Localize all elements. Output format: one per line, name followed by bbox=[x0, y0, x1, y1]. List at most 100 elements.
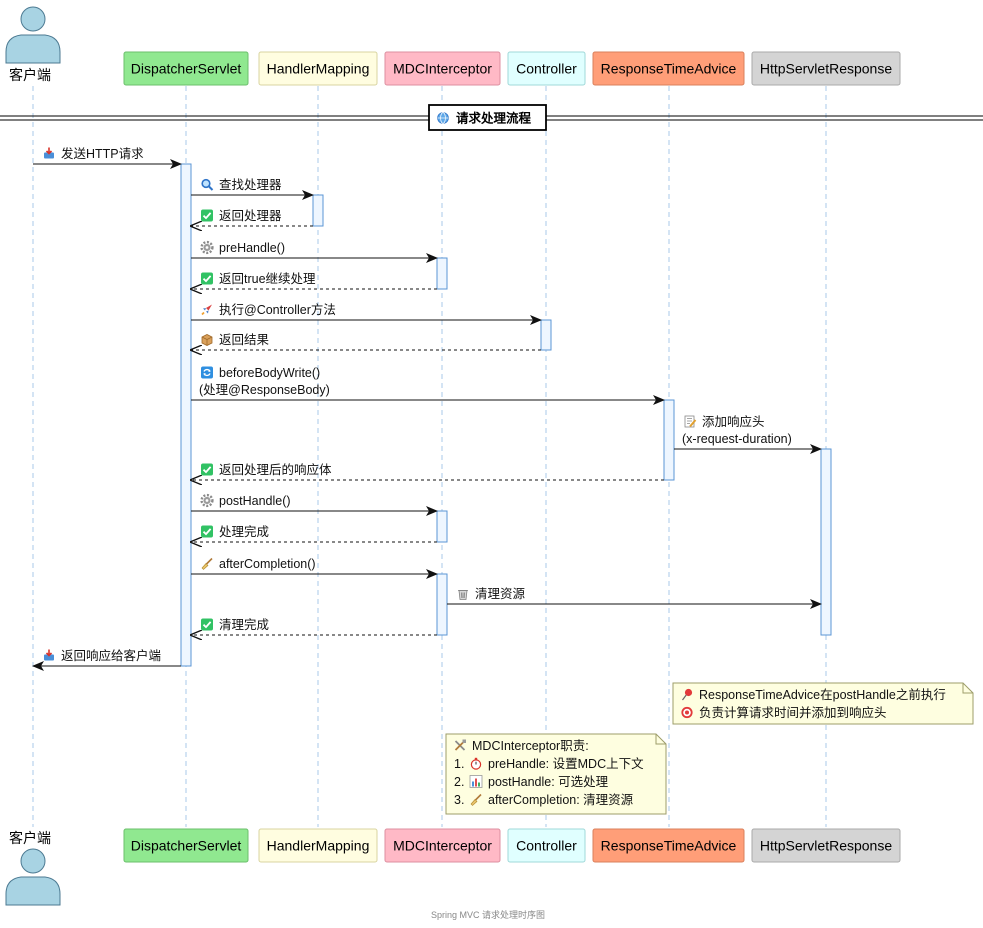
message-13: afterCompletion() bbox=[191, 557, 438, 579]
participant-advice-bottom: ResponseTimeAdvice bbox=[592, 828, 745, 863]
message-label: 添加响应头 bbox=[702, 414, 765, 429]
note-list-number: 1. bbox=[454, 757, 464, 771]
participant-label: Controller bbox=[516, 61, 577, 77]
participant-mdc-bottom: MDCInterceptor bbox=[384, 828, 501, 863]
note-text: 负责计算请求时间并添加到响应头 bbox=[699, 705, 887, 720]
gear-icon bbox=[200, 240, 214, 255]
message-label: preHandle() bbox=[219, 241, 285, 255]
message-4: preHandle() bbox=[191, 240, 438, 263]
participant-box bbox=[258, 828, 378, 863]
participant-box bbox=[751, 51, 901, 86]
user-icon bbox=[5, 848, 61, 906]
refresh-icon bbox=[201, 366, 213, 379]
participant-box bbox=[751, 828, 901, 863]
message-1: 发送HTTP请求 bbox=[33, 146, 182, 169]
bar-chart-icon bbox=[469, 775, 483, 788]
actor-client-top: 客户端 bbox=[5, 6, 61, 83]
diagram-caption: Spring MVC 请求处理时序图 bbox=[431, 909, 545, 920]
globe-icon bbox=[437, 112, 449, 124]
participant-box bbox=[123, 51, 249, 86]
message-3: 返回处理器 bbox=[191, 209, 313, 226]
note-text: MDCInterceptor职责: bbox=[472, 739, 589, 753]
note-list-number: 2. bbox=[454, 775, 464, 789]
inbox-tray-icon bbox=[44, 147, 54, 159]
participant-box bbox=[507, 828, 586, 863]
check-mark-icon bbox=[201, 463, 213, 476]
participant-dispatcher-top: DispatcherServlet bbox=[123, 51, 249, 86]
note-list-number: 3. bbox=[454, 793, 464, 807]
activation-mdc bbox=[436, 510, 448, 543]
message-12: 处理完成 bbox=[191, 524, 437, 542]
package-icon bbox=[201, 334, 213, 346]
message-11: postHandle() bbox=[191, 493, 438, 516]
participant-box bbox=[507, 51, 586, 86]
message-label: 处理完成 bbox=[219, 524, 269, 539]
note-text: afterCompletion: 清理资源 bbox=[488, 793, 634, 807]
participant-label: MDCInterceptor bbox=[393, 61, 492, 77]
message-7: 返回结果 bbox=[191, 333, 541, 350]
divider-label: 请求处理流程 bbox=[428, 104, 547, 131]
participant-label: ResponseTimeAdvice bbox=[601, 61, 737, 77]
participant-controller-top: Controller bbox=[507, 51, 586, 86]
check-mark-icon bbox=[201, 618, 213, 631]
message-label: 执行@Controller方法 bbox=[219, 302, 336, 317]
message-label: afterCompletion() bbox=[219, 557, 316, 571]
magnifier-icon bbox=[201, 178, 214, 191]
activation-controller bbox=[540, 319, 552, 351]
participant-advice-top: ResponseTimeAdvice bbox=[592, 51, 745, 86]
rocket-icon bbox=[201, 304, 212, 316]
participant-label: ResponseTimeAdvice bbox=[601, 838, 737, 854]
participant-mapping-top: HandlerMapping bbox=[258, 51, 378, 86]
actor-label: 客户端 bbox=[9, 67, 51, 83]
participant-label: HandlerMapping bbox=[267, 61, 370, 77]
note-2: MDCInterceptor职责: 1. preHandle: 设置MDC上下文 2.… bbox=[445, 733, 667, 815]
participant-label: HttpServletResponse bbox=[760, 61, 893, 77]
participant-mdc-top: MDCInterceptor bbox=[384, 51, 501, 86]
activation-advice bbox=[663, 399, 675, 481]
participant-box bbox=[123, 828, 249, 863]
message-6: 执行@Controller方法 bbox=[191, 302, 542, 325]
participant-dispatcher-bottom: DispatcherServlet bbox=[123, 828, 249, 863]
participant-box bbox=[592, 51, 745, 86]
broom-icon bbox=[470, 793, 482, 806]
participant-mapping-bottom: HandlerMapping bbox=[258, 828, 378, 863]
note-text: preHandle: 设置MDC上下文 bbox=[488, 756, 644, 771]
message-14: 清理资源 bbox=[447, 587, 822, 609]
participant-label: HttpServletResponse bbox=[760, 838, 893, 854]
activation-dispatcher bbox=[180, 163, 192, 667]
participant-label: MDCInterceptor bbox=[393, 838, 492, 854]
note-text: ResponseTimeAdvice在postHandle之前执行 bbox=[699, 687, 946, 702]
activation-mapping bbox=[312, 194, 324, 227]
gear-icon bbox=[200, 493, 214, 508]
divider-text: 请求处理流程 bbox=[456, 111, 532, 126]
participant-box bbox=[384, 51, 501, 86]
message-label: 发送HTTP请求 bbox=[61, 146, 144, 161]
message-label: 返回处理后的响应体 bbox=[219, 462, 332, 477]
actor-client-bottom: 客户端 bbox=[5, 830, 61, 906]
message-label: 返回结果 bbox=[219, 333, 270, 347]
participant-controller-bottom: Controller bbox=[507, 828, 586, 863]
activation-mdc bbox=[436, 573, 448, 636]
stopwatch-icon bbox=[470, 757, 482, 770]
memo-icon bbox=[684, 415, 697, 428]
message-9: 添加响应头(x-request-duration) bbox=[674, 414, 822, 454]
message-label: 查找处理器 bbox=[219, 178, 282, 192]
pushpin-icon bbox=[682, 688, 693, 701]
user-icon bbox=[5, 6, 61, 64]
target-icon bbox=[681, 706, 693, 719]
participant-box bbox=[258, 51, 378, 86]
participant-label: DispatcherServlet bbox=[131, 61, 242, 77]
participant-box bbox=[592, 828, 745, 863]
message-label: 返回响应给客户端 bbox=[61, 648, 161, 663]
participant-label: DispatcherServlet bbox=[131, 838, 242, 854]
message-8: beforeBodyWrite()(处理@ResponseBody) bbox=[191, 366, 665, 405]
message-label: 返回true继续处理 bbox=[219, 272, 316, 286]
message-2: 查找处理器 bbox=[191, 178, 314, 200]
message-10: 返回处理后的响应体 bbox=[191, 462, 664, 480]
message-5: 返回true继续处理 bbox=[191, 272, 437, 289]
message-16: 返回响应给客户端 bbox=[32, 648, 181, 671]
broom-icon bbox=[201, 557, 213, 570]
message-label: 清理资源 bbox=[475, 587, 526, 601]
message-label: (处理@ResponseBody) bbox=[199, 383, 330, 397]
